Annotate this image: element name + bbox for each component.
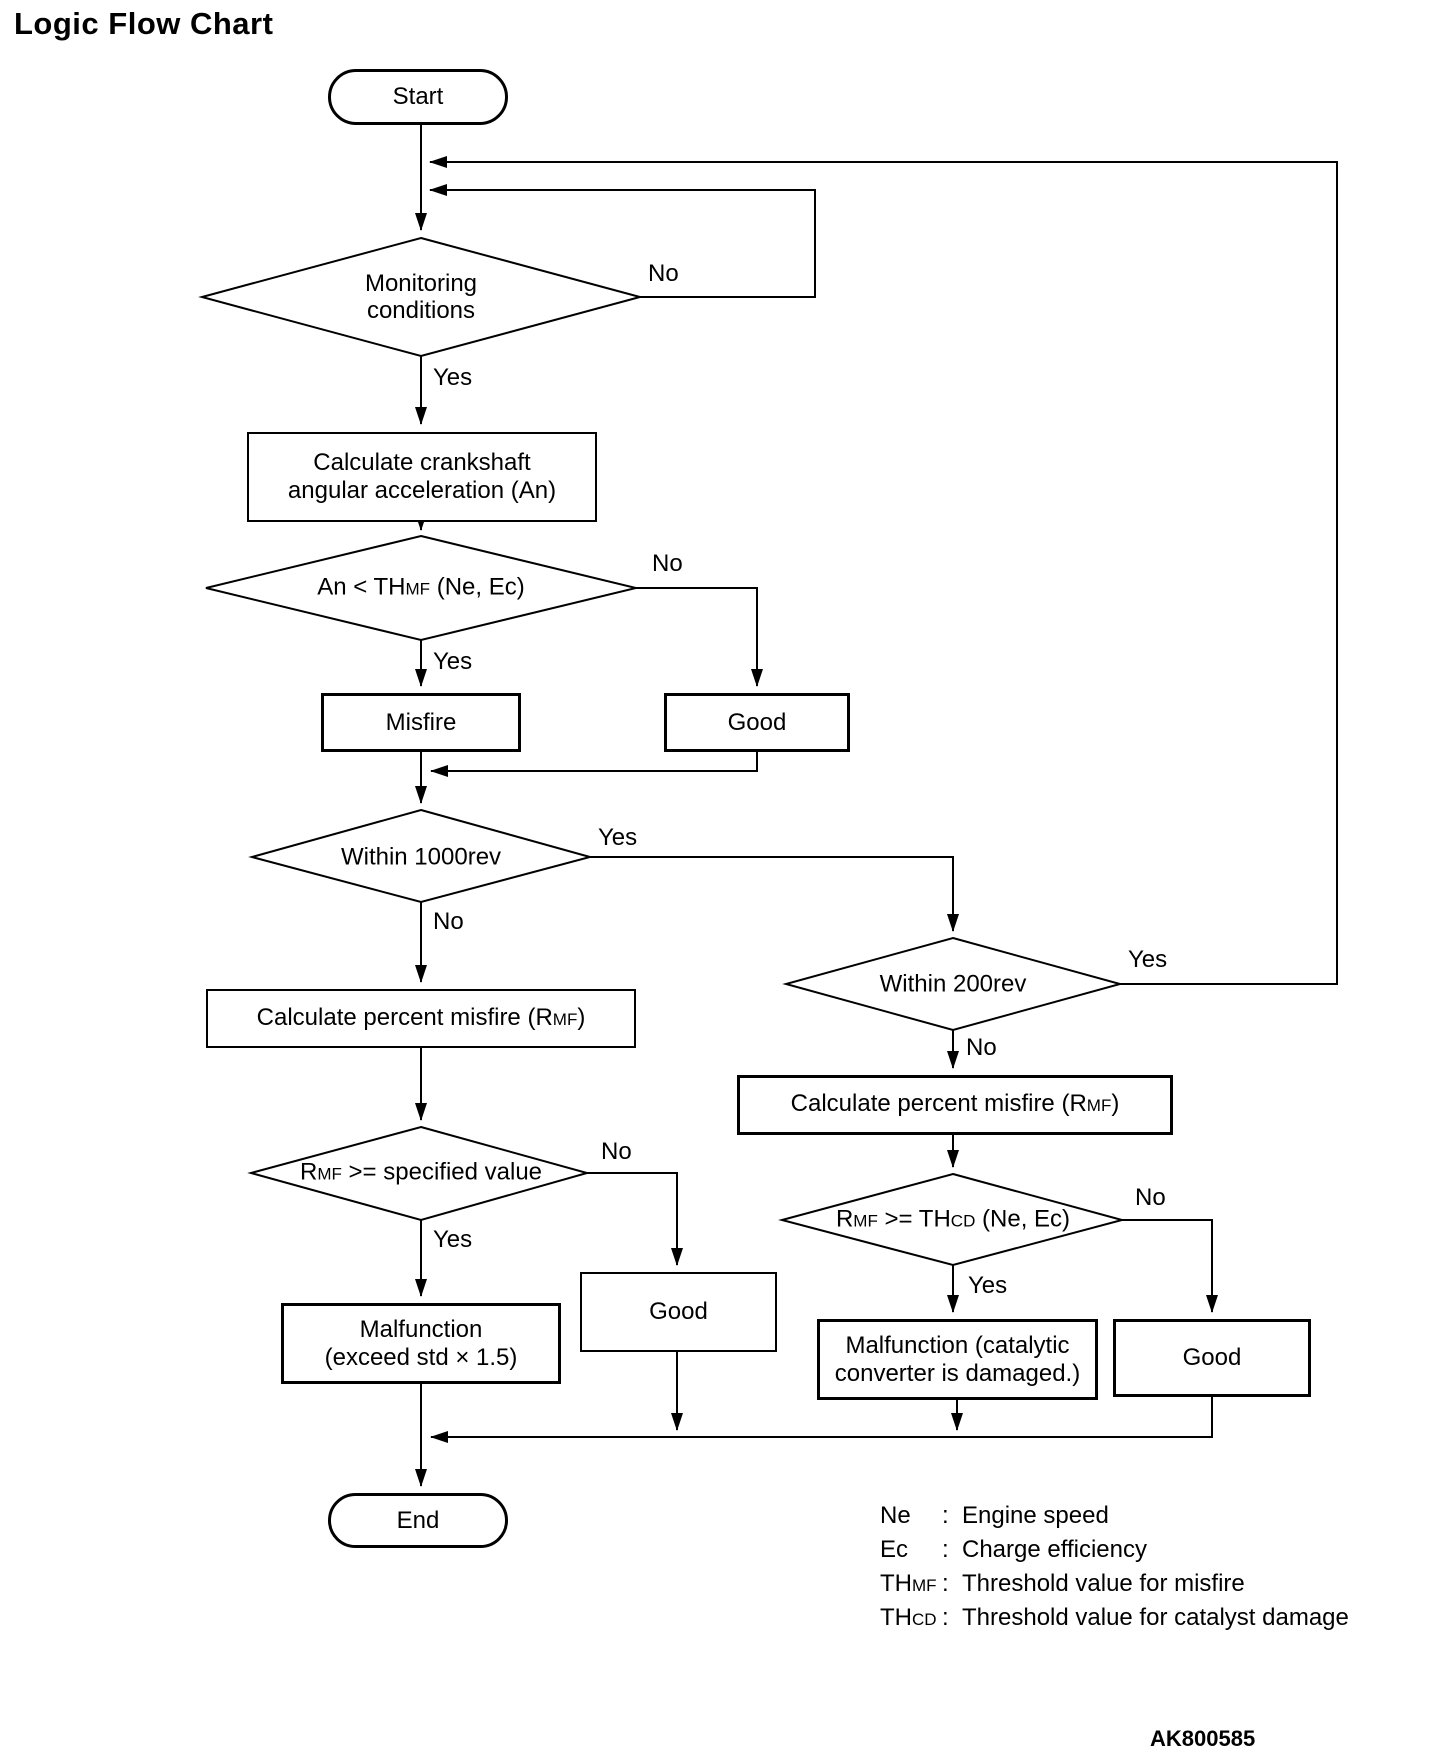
- edge-monitoring-no-loop: [429, 184, 816, 298]
- process-calc-crank-accel: Calculate crankshaft angular acceleratio…: [247, 432, 597, 522]
- edge-within1000-yes: [590, 856, 959, 932]
- decision-rmf-ge-specified: [247, 1125, 591, 1222]
- process-text-line2: angular acceleration (An): [287, 477, 557, 504]
- process-text-line1: Calculate crankshaft: [313, 449, 531, 476]
- decision-text-rmf-ge-specified: RMF >= specified value: [299, 1158, 543, 1186]
- branch-label-thcd-no: No: [1135, 1184, 1166, 1211]
- end-terminator: End: [328, 1493, 508, 1548]
- edge-within200-yes-loop: [429, 156, 1338, 985]
- legend-row-thmf: THMF : Threshold value for misfire: [880, 1570, 1245, 1597]
- decision-within-1000rev: [248, 808, 594, 904]
- result-label: Misfire: [385, 708, 457, 736]
- edge-good-to-merge: [430, 752, 758, 777]
- legend-row-ne: Ne : Engine speed: [880, 1502, 1109, 1529]
- result-good-mid: Good: [580, 1272, 777, 1352]
- start-label: Start: [392, 83, 444, 110]
- branch-label-w1000-yes: Yes: [598, 824, 638, 851]
- decision-text-within-1000rev: Within 1000rev: [340, 843, 502, 871]
- result-misfire: Misfire: [321, 693, 521, 752]
- edge-anth-no-to-good: [636, 587, 763, 687]
- decision-within-200rev: [782, 936, 1124, 1032]
- process-calc-percent-misfire-right: Calculate percent misfire (RMF): [737, 1075, 1173, 1135]
- page-title: Logic Flow Chart: [14, 6, 274, 41]
- branch-label-anth-yes: Yes: [433, 648, 473, 675]
- decision-an-lt-thmf: [205, 534, 637, 642]
- branch-label-thcd-yes: Yes: [968, 1272, 1008, 1299]
- figure-code: AK800585: [1150, 1726, 1256, 1751]
- branch-label-w1000-no: No: [433, 908, 464, 935]
- branch-label-monitoring-no: No: [648, 260, 679, 287]
- result-label: Good: [727, 708, 787, 736]
- decision-text-monitoring: Monitoring conditions: [364, 270, 478, 324]
- process-calc-percent-misfire-left: Calculate percent misfire (RMF): [206, 989, 636, 1048]
- process-text: Calculate percent misfire (RMF): [256, 1003, 586, 1031]
- legend: Ne : Engine speed Ec : Charge efficiency…: [880, 1500, 1349, 1636]
- edge-goodright-to-merge: [430, 1397, 1213, 1443]
- process-text: Calculate percent misfire (RMF): [790, 1090, 1120, 1117]
- branch-label-w200-yes: Yes: [1128, 946, 1168, 973]
- result-label: Good: [649, 1298, 708, 1325]
- end-label: End: [396, 1506, 440, 1534]
- branch-label-anth-no: No: [652, 550, 683, 577]
- result-text-line2: (exceed std × 1.5): [324, 1343, 518, 1371]
- result-malfunction-std: Malfunction (exceed std × 1.5): [281, 1303, 561, 1384]
- branch-label-monitoring-yes: Yes: [433, 364, 473, 391]
- legend-row-ec: Ec : Charge efficiency: [880, 1536, 1147, 1563]
- result-text-line1: Malfunction (catalytic: [845, 1331, 1070, 1359]
- decision-text-an-lt-thmf: An < THMF (Ne, Ec): [317, 573, 525, 601]
- result-good-right: Good: [1113, 1319, 1311, 1397]
- decision-monitoring-conditions: [198, 236, 644, 358]
- decision-text-within-200rev: Within 200rev: [879, 970, 1027, 998]
- legend-row-thcd: THCD : Threshold value for catalyst dama…: [880, 1604, 1349, 1631]
- branch-label-w200-no: No: [966, 1034, 997, 1061]
- result-text-line2: converter is damaged.): [834, 1359, 1081, 1387]
- decision-text-rmf-ge-thcd: RMF >= THCD (Ne, Ec): [835, 1205, 1071, 1233]
- result-malfunction-catalytic: Malfunction (catalytic converter is dama…: [817, 1319, 1098, 1400]
- result-text-line1: Malfunction: [359, 1315, 483, 1343]
- edge-thcd-no-to-good: [1122, 1219, 1218, 1313]
- start-terminator: Start: [328, 69, 508, 125]
- edge-spec-no-to-good: [587, 1172, 683, 1266]
- decision-rmf-ge-thcd: [778, 1172, 1126, 1267]
- branch-label-spec-yes: Yes: [433, 1226, 473, 1253]
- branch-label-spec-no: No: [601, 1138, 632, 1165]
- result-good-top: Good: [664, 693, 850, 752]
- result-label: Good: [1182, 1344, 1242, 1371]
